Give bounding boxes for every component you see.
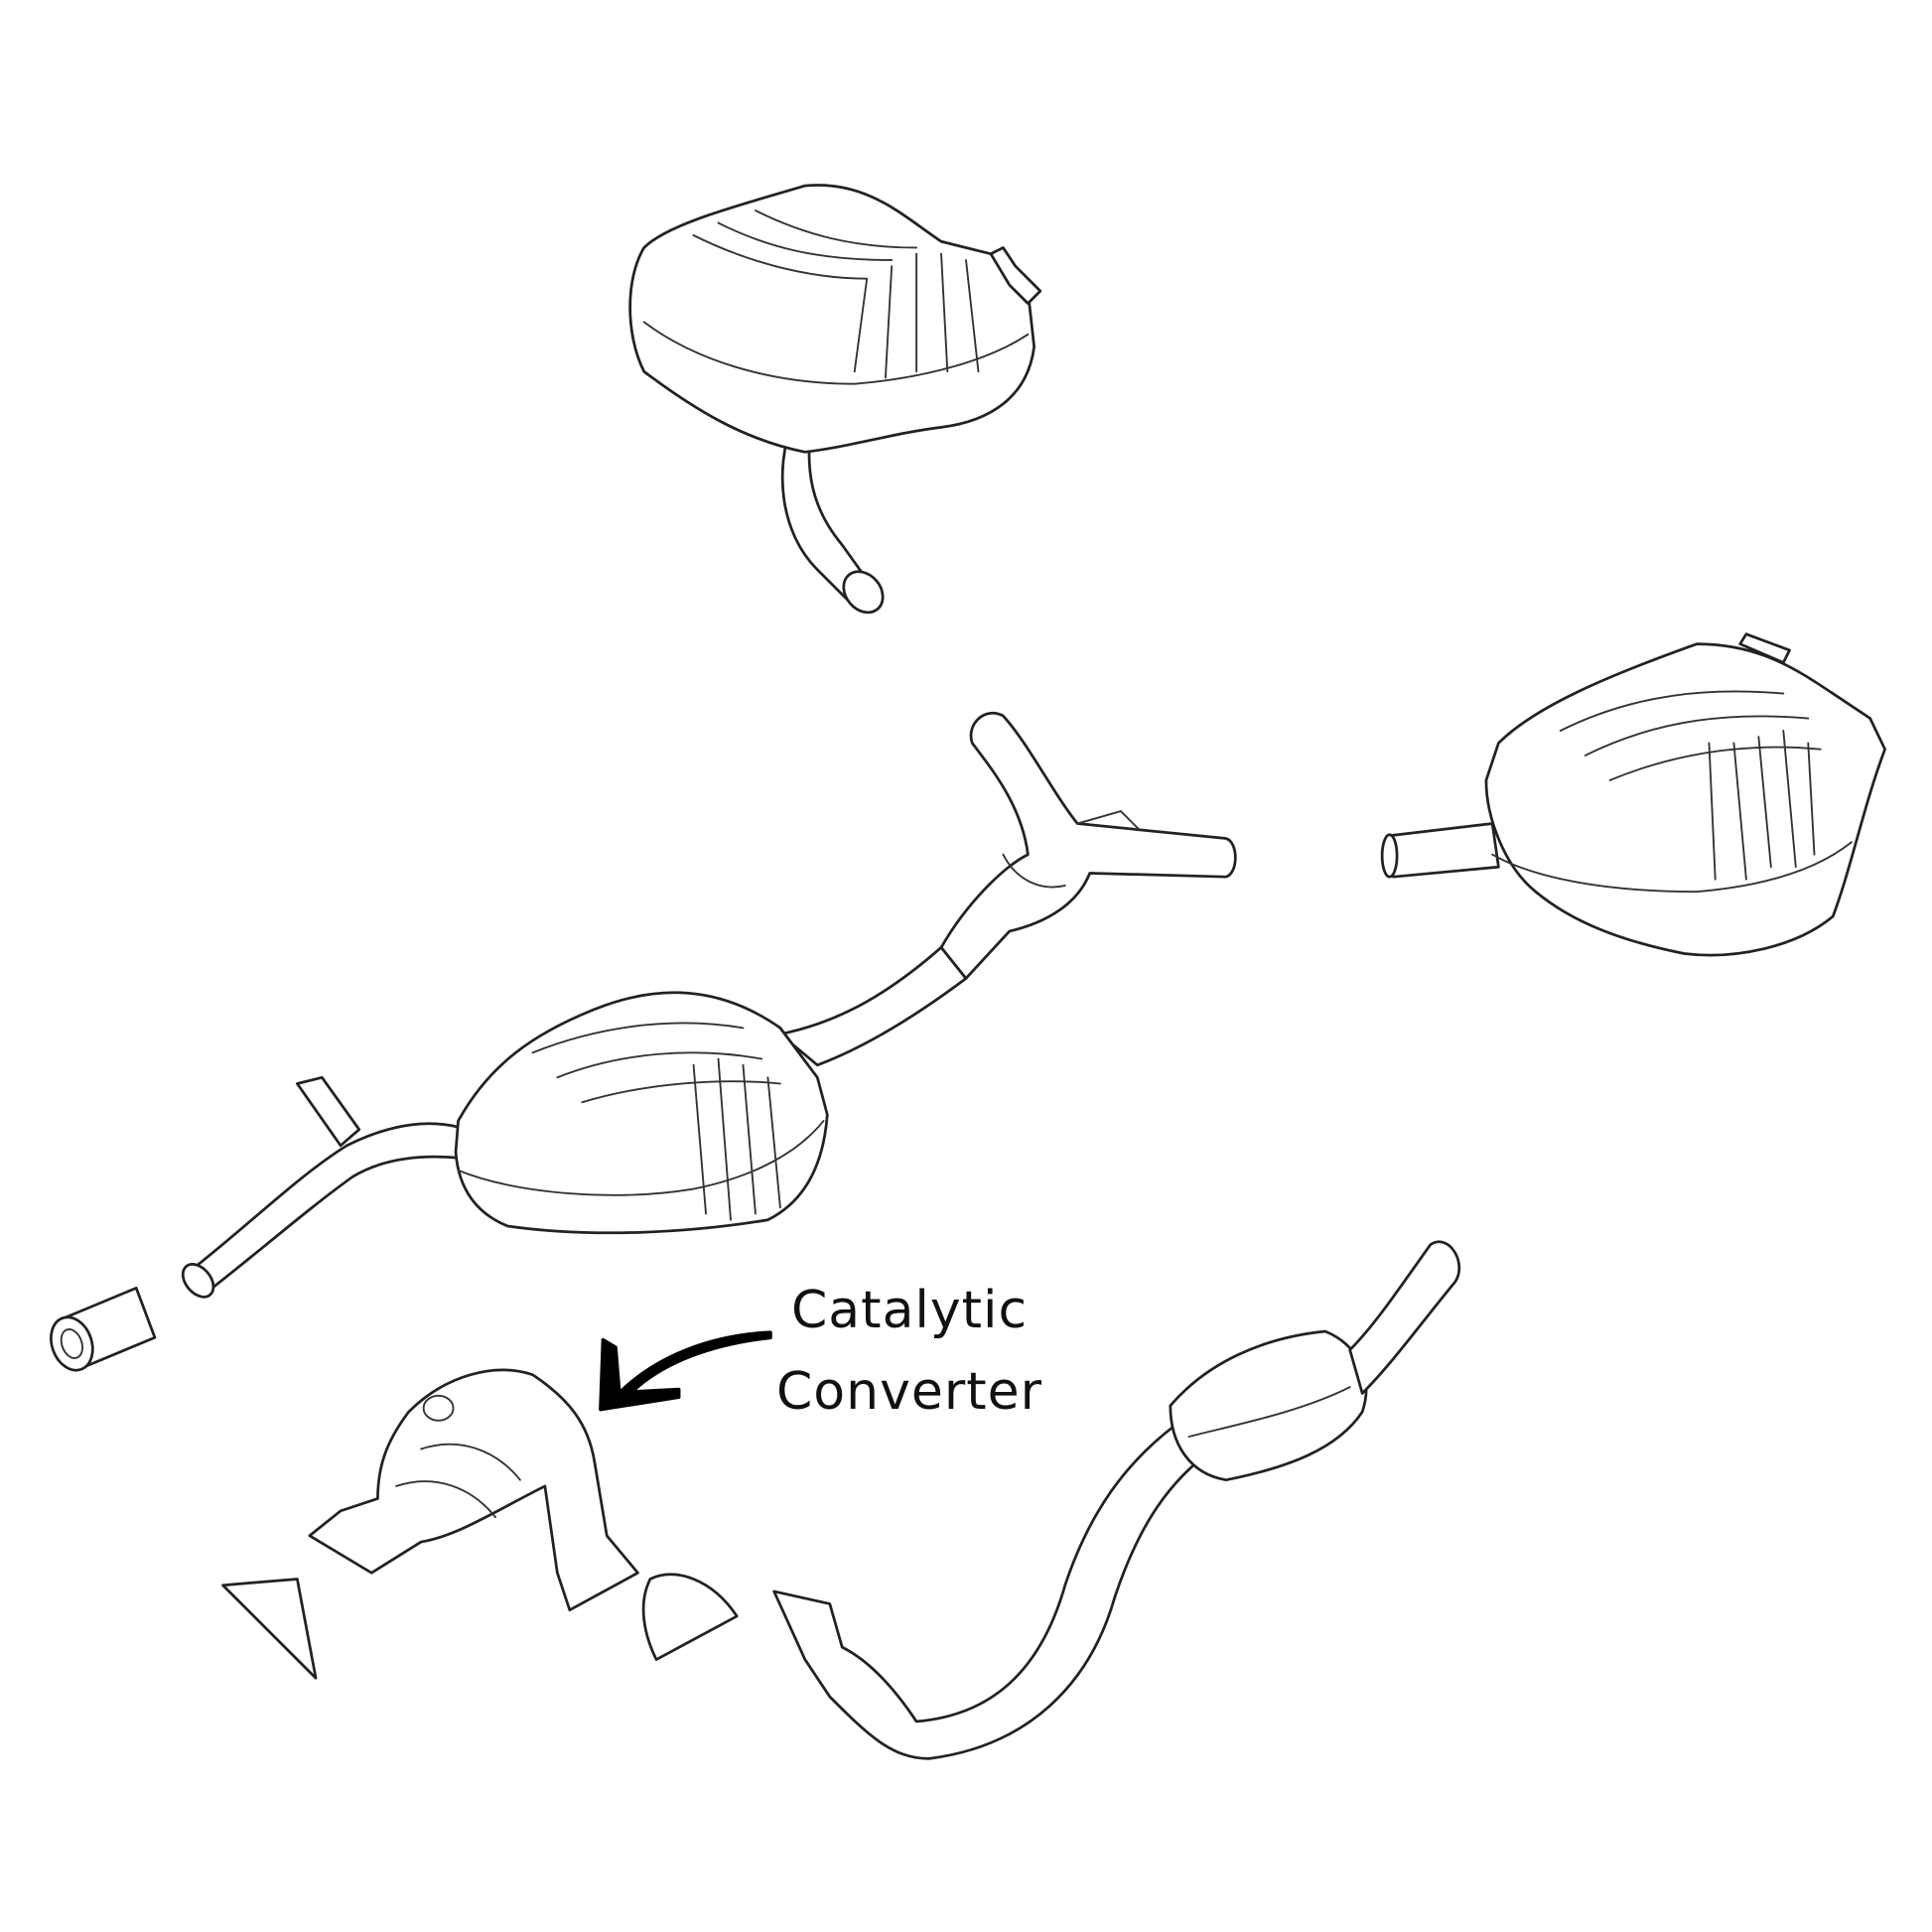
rear-muffler-top [628, 184, 1042, 615]
rear-muffler-right [1380, 632, 1886, 957]
front-catalytic-converter [221, 1368, 739, 1680]
center-muffler-assembly [181, 711, 1237, 1299]
annotation-label-line2: Converter [776, 1362, 1042, 1422]
annotation-arrow [599, 1330, 772, 1412]
annotation-label-line1: Catalytic [791, 1281, 1029, 1340]
pipe-clamp [50, 1286, 157, 1372]
rear-catalytic-converter [772, 1240, 1461, 1760]
